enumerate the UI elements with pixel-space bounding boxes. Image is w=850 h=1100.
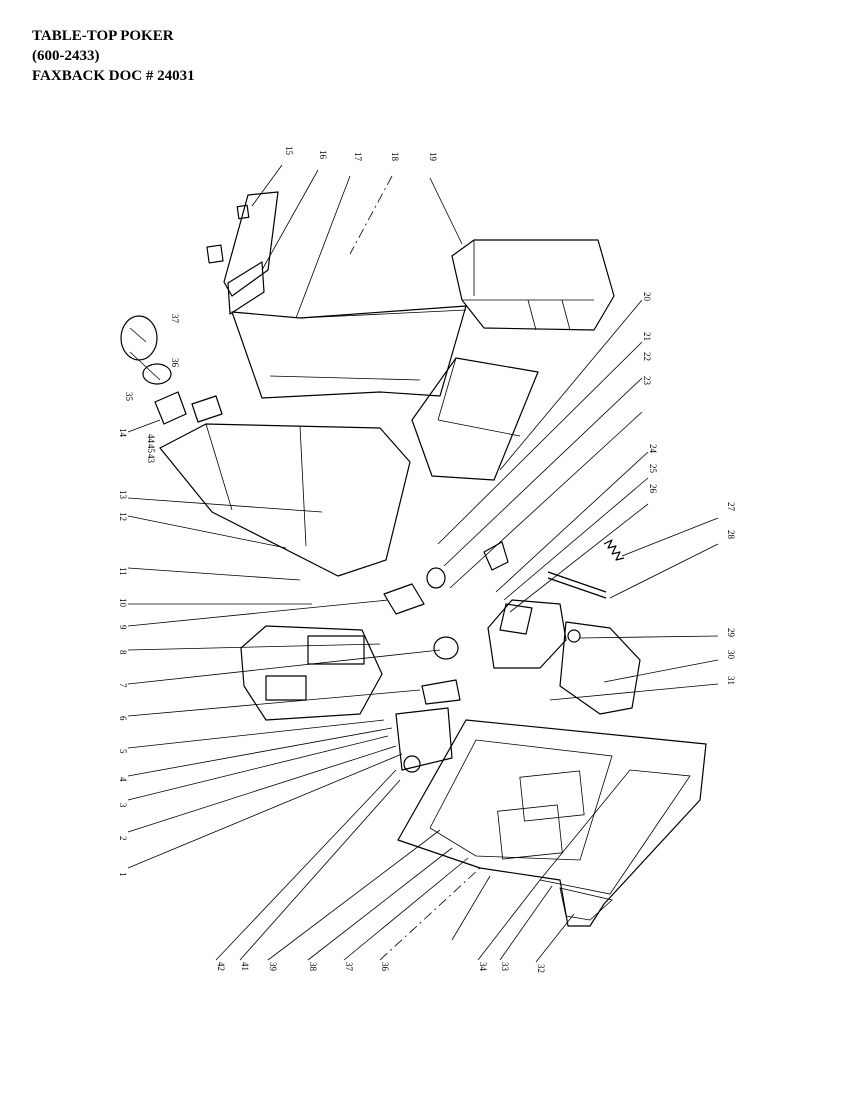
part-number: (600-2433): [32, 48, 100, 64]
callout-label: 35: [124, 392, 134, 402]
callout-label: 31: [726, 676, 736, 685]
callout-label: 16: [318, 150, 328, 160]
callout-label: 36: [380, 962, 390, 972]
callout-label: 36: [170, 358, 180, 368]
callout-label: 42: [216, 962, 226, 971]
document-title: TABLE-TOP POKER: [32, 28, 174, 44]
callout-label: 15: [284, 146, 294, 156]
part-9-bracket: [383, 583, 425, 615]
part-28-rod: [547, 577, 607, 599]
callout-label: 27: [726, 502, 736, 512]
callout-label: 4: [118, 777, 128, 782]
callout-label: 44: [146, 434, 156, 444]
callout-label: 19: [428, 152, 438, 162]
part-26-mech: [487, 599, 567, 669]
callout-labels: 1 2 3 4 5 6 7 8 9 10 11 12 13 14 15 16 1…: [118, 146, 736, 973]
part-27-spring: [603, 539, 625, 561]
callout-label: 25: [648, 464, 658, 474]
callout-label: 21: [642, 332, 652, 341]
callout-label: 34: [478, 962, 488, 972]
callout-label: 17: [353, 152, 363, 162]
callout-label: 7: [118, 683, 128, 688]
callout-label: 22: [642, 352, 652, 361]
callout-label: 37: [170, 314, 180, 324]
callout-label: 28: [726, 530, 736, 540]
part-36-disc: [142, 363, 172, 385]
callout-label: 33: [500, 962, 510, 972]
callout-label: 26: [648, 484, 658, 494]
part-35-holder: [154, 391, 187, 425]
callout-label: 32: [536, 964, 546, 973]
callout-label: 9: [118, 625, 128, 630]
part-7-wheel: [433, 636, 459, 660]
callout-label: 29: [726, 628, 736, 638]
callout-label: 12: [118, 512, 128, 521]
callout-label: 1: [118, 872, 128, 877]
callout-label: 11: [118, 567, 128, 576]
callout-label: 30: [726, 650, 736, 660]
callout-label: 23: [642, 376, 652, 386]
document-header: TABLE-TOP POKER (600-2433) FAXBACK DOC #…: [32, 26, 195, 86]
callout-label: 39: [268, 962, 278, 972]
part-37-drum: [120, 315, 158, 361]
main-chassis: [159, 423, 411, 577]
parts-drawing: [120, 191, 707, 927]
callout-label: 13: [118, 490, 128, 500]
part-30-plate: [559, 621, 641, 715]
part-1-latch: [395, 707, 453, 771]
part-17-panel: [231, 305, 467, 399]
cabinet-shell: [397, 719, 707, 927]
callout-label: 6: [118, 716, 128, 721]
leader-lines: [127, 164, 719, 963]
part-8-bezel: [240, 625, 383, 721]
callout-label: 18: [390, 152, 400, 162]
part-20-module: [411, 357, 539, 481]
callout-label: 20: [642, 292, 652, 302]
part-19-power-supply: [451, 239, 615, 331]
callout-label: 24: [648, 444, 658, 454]
faxback-doc-id: FAXBACK DOC # 24031: [32, 68, 195, 84]
callout-label: 43: [146, 454, 156, 464]
callout-label: 14: [118, 428, 128, 438]
callout-label: 8: [118, 650, 128, 655]
callout-label: 38: [308, 962, 318, 972]
callout-label: 3: [118, 803, 128, 808]
part-16-block: [227, 261, 265, 315]
part-15-bracket: [223, 191, 279, 297]
callout-label: 41: [240, 962, 250, 971]
callout-label: 5: [118, 749, 128, 754]
callout-label: 2: [118, 836, 128, 841]
callout-label: 45: [146, 444, 156, 454]
callout-label: 37: [344, 962, 354, 972]
callout-label: 10: [118, 598, 128, 608]
